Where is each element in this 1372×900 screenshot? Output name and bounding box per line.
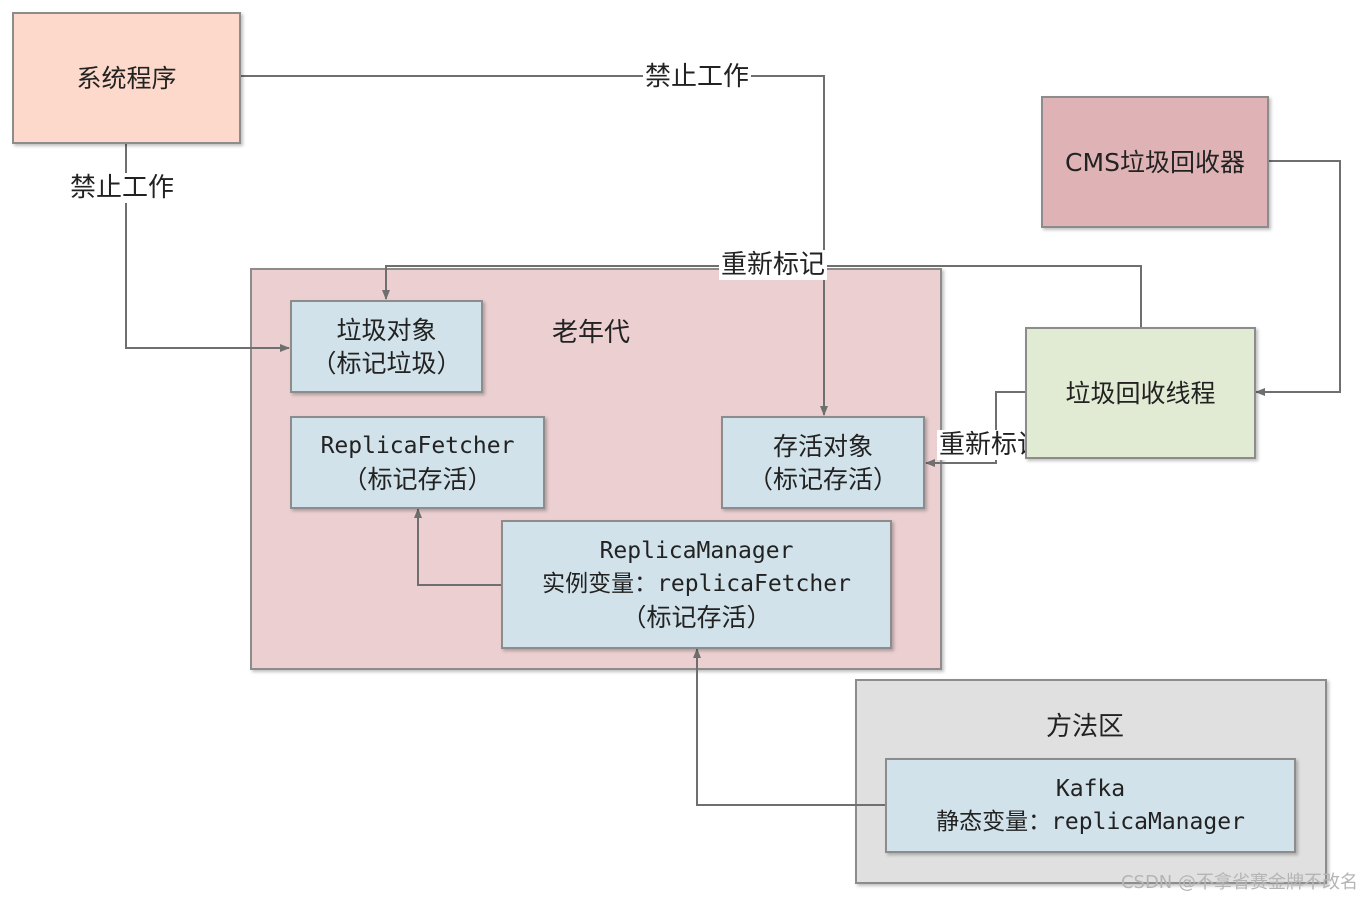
garbage-object-line2: （标记垃圾） [311, 348, 462, 378]
edge-cms-to-gc-thread [1255, 160, 1341, 396]
garbage-object-node: 垃圾对象 （标记垃圾） [290, 300, 483, 393]
edge-label-stop-work-left: 禁止工作 [68, 173, 177, 203]
kafka-node: Kafka 静态变量：replicaManager [885, 758, 1296, 853]
kafka-line1: Kafka [1055, 775, 1126, 802]
edge-system-to-live-object [240, 75, 828, 416]
system-program-label: 系统程序 [76, 63, 177, 93]
live-object-node: 存活对象 （标记存活） [721, 416, 925, 509]
replica-manager-line2: 实例变量：replicaFetcher [542, 571, 851, 597]
edge-gc-thread-remark-live [925, 391, 1026, 467]
watermark: CSDN @不拿省赛金牌不改名 [1120, 872, 1358, 893]
replica-manager-line3: （标记存活） [621, 603, 772, 632]
method-area-title: 方法区 [1046, 712, 1125, 742]
gc-thread-node: 垃圾回收线程 [1025, 327, 1256, 459]
cms-collector-label: CMS垃圾回收器 [1065, 147, 1245, 177]
edge-label-stop-work-top: 禁止工作 [643, 62, 752, 92]
kafka-line2: 静态变量：replicaManager [936, 808, 1245, 835]
gc-thread-label: 垃圾回收线程 [1065, 378, 1216, 408]
garbage-object-line1: 垃圾对象 [336, 315, 437, 345]
replica-manager-node: ReplicaManager 实例变量：replicaFetcher （标记存活… [501, 520, 892, 649]
edge-kafka-to-manager [693, 648, 885, 806]
system-program-node: 系统程序 [12, 12, 241, 144]
live-object-line2: （标记存活） [747, 464, 898, 494]
edge-manager-to-fetcher [414, 508, 502, 586]
live-object-line1: 存活对象 [772, 431, 873, 461]
replica-fetcher-line2: （标记存活） [342, 464, 493, 494]
replica-fetcher-node: ReplicaFetcher （标记存活） [290, 416, 545, 509]
cms-collector-node: CMS垃圾回收器 [1041, 96, 1269, 228]
replica-manager-line1: ReplicaManager [599, 538, 794, 564]
edge-system-to-garbage-object [125, 144, 290, 352]
edge-label-remark-top: 重新标记 [719, 250, 828, 280]
replica-fetcher-line1: ReplicaFetcher [320, 432, 515, 459]
old-generation-title: 老年代 [552, 318, 631, 348]
